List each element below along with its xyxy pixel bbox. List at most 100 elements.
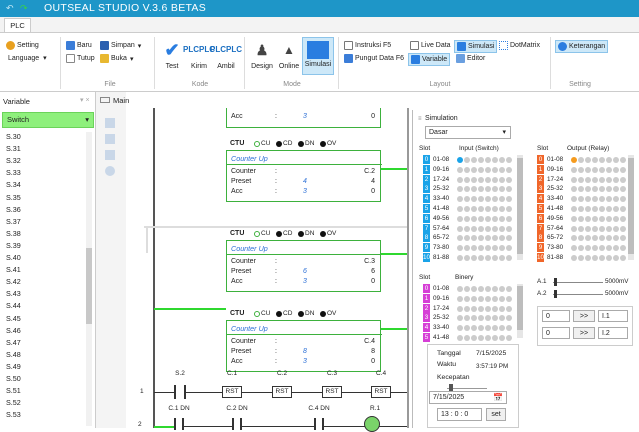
led-toggle[interactable] xyxy=(492,286,498,292)
variable-item[interactable]: S.31 xyxy=(6,144,21,154)
relay-coil[interactable] xyxy=(364,416,380,432)
led-toggle[interactable] xyxy=(592,196,598,203)
led-toggle[interactable] xyxy=(499,325,505,332)
led-toggle[interactable] xyxy=(471,186,477,193)
led-toggle[interactable] xyxy=(592,255,598,261)
led-toggle[interactable] xyxy=(485,305,491,312)
led-toggle[interactable] xyxy=(457,286,463,292)
rst-coil[interactable]: RST xyxy=(222,386,242,398)
led-toggle[interactable] xyxy=(478,176,484,183)
led-toggle[interactable] xyxy=(585,255,591,261)
led-toggle[interactable] xyxy=(492,225,498,232)
led-toggle[interactable] xyxy=(499,295,505,302)
led-toggle[interactable] xyxy=(499,305,505,312)
led-toggle[interactable] xyxy=(492,315,498,322)
scrollbar-thumb[interactable] xyxy=(628,158,634,254)
led-toggle[interactable] xyxy=(471,325,477,332)
led-toggle[interactable] xyxy=(485,325,491,332)
led-toggle[interactable] xyxy=(478,157,484,163)
led-toggle[interactable] xyxy=(578,186,584,193)
led-toggle[interactable] xyxy=(492,325,498,332)
led-toggle[interactable] xyxy=(478,196,484,203)
led-toggle[interactable] xyxy=(506,245,512,252)
led-toggle[interactable] xyxy=(620,235,626,242)
led-toggle[interactable] xyxy=(499,196,505,203)
rst-coil[interactable]: RST xyxy=(272,386,292,398)
led-toggle[interactable] xyxy=(578,166,584,173)
led-toggle[interactable] xyxy=(492,186,498,193)
led-toggle[interactable] xyxy=(599,186,605,193)
date-input[interactable]: 7/15/2025📅 xyxy=(429,391,507,404)
led-toggle[interactable] xyxy=(464,245,470,252)
led-toggle[interactable] xyxy=(499,235,505,242)
led-toggle[interactable] xyxy=(499,157,505,163)
led-toggle[interactable] xyxy=(457,335,463,341)
variable-item[interactable]: S.49 xyxy=(6,361,21,371)
led-toggle[interactable] xyxy=(620,225,626,232)
led-toggle[interactable] xyxy=(471,335,477,341)
led-toggle[interactable] xyxy=(457,206,463,212)
led-toggle[interactable] xyxy=(592,215,598,222)
analog-slider-track[interactable] xyxy=(553,294,603,295)
led-toggle[interactable] xyxy=(592,186,598,193)
led-toggle[interactable] xyxy=(499,245,505,252)
led-toggle[interactable] xyxy=(599,176,605,183)
led-toggle[interactable] xyxy=(613,186,619,193)
led-toggle[interactable] xyxy=(592,245,598,252)
led-toggle[interactable] xyxy=(599,255,605,261)
led-toggle[interactable] xyxy=(485,186,491,193)
led-toggle[interactable] xyxy=(492,196,498,203)
led-toggle[interactable] xyxy=(606,166,612,173)
led-toggle[interactable] xyxy=(485,315,491,322)
led-toggle[interactable] xyxy=(606,215,612,222)
variable-item[interactable]: S.50 xyxy=(6,374,21,383)
cursor-icon[interactable] xyxy=(105,118,115,128)
led-toggle[interactable] xyxy=(585,225,591,232)
led-toggle[interactable] xyxy=(464,157,470,163)
variable-item[interactable]: S.46 xyxy=(6,325,21,335)
design-button[interactable]: ♟Design xyxy=(249,39,275,70)
led-toggle[interactable] xyxy=(585,206,591,212)
led-toggle[interactable] xyxy=(464,325,470,332)
led-toggle[interactable] xyxy=(471,196,477,203)
led-toggle[interactable] xyxy=(578,235,584,242)
led-toggle[interactable] xyxy=(471,225,477,232)
led-toggle[interactable] xyxy=(613,235,619,242)
led-toggle[interactable] xyxy=(457,225,463,232)
led-toggle[interactable] xyxy=(506,235,512,242)
led-toggle[interactable] xyxy=(506,286,512,292)
led-toggle[interactable] xyxy=(613,215,619,222)
led-toggle[interactable] xyxy=(620,196,626,203)
back-icon[interactable]: ↶ xyxy=(6,3,14,13)
led-toggle[interactable] xyxy=(492,245,498,252)
led-toggle[interactable] xyxy=(464,335,470,341)
led-toggle[interactable] xyxy=(492,335,498,341)
led-toggle[interactable] xyxy=(506,295,512,302)
led-toggle[interactable] xyxy=(499,315,505,322)
close-button[interactable]: Tutup xyxy=(66,54,95,63)
time-input[interactable]: 13 : 0 : 0 xyxy=(437,408,482,421)
led-toggle[interactable] xyxy=(485,225,491,232)
led-toggle[interactable] xyxy=(599,196,605,203)
led-toggle[interactable] xyxy=(492,235,498,242)
variable-item[interactable]: S.41 xyxy=(6,265,21,275)
variable-item[interactable]: S.44 xyxy=(6,301,21,311)
led-toggle[interactable] xyxy=(585,186,591,193)
led-toggle[interactable] xyxy=(606,235,612,242)
variable-item[interactable]: S.39 xyxy=(6,240,21,250)
led-toggle[interactable] xyxy=(571,157,577,163)
led-toggle[interactable] xyxy=(499,166,505,173)
language-dropdown[interactable]: Language▾ xyxy=(8,54,47,63)
analog-slider-track[interactable] xyxy=(553,282,603,283)
test-button[interactable]: ✔Test xyxy=(160,39,184,70)
led-toggle[interactable] xyxy=(613,206,619,212)
led-toggle[interactable] xyxy=(606,196,612,203)
led-toggle[interactable] xyxy=(499,255,505,261)
led-toggle[interactable] xyxy=(457,255,463,261)
led-toggle[interactable] xyxy=(506,176,512,183)
variable-item[interactable]: S.32 xyxy=(6,156,21,166)
led-toggle[interactable] xyxy=(606,157,612,163)
led-toggle[interactable] xyxy=(471,215,477,222)
